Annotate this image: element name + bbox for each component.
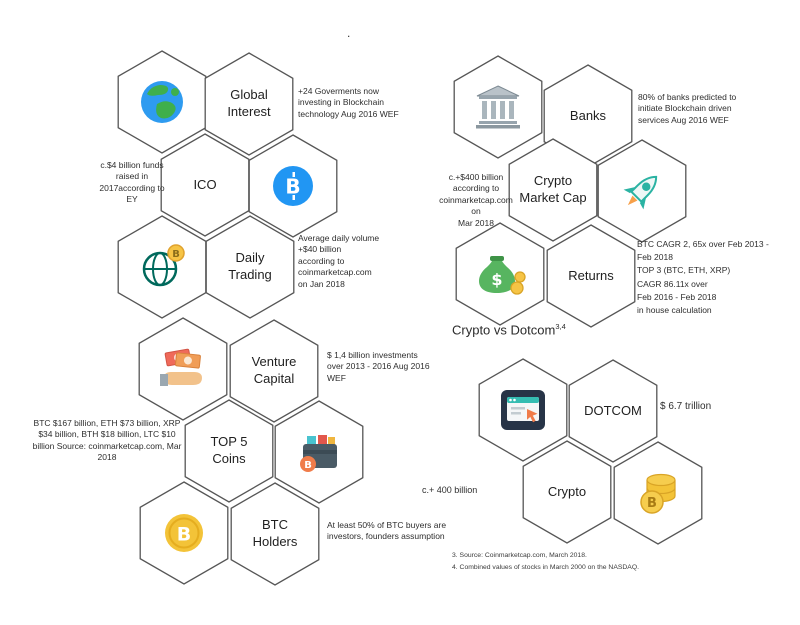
hexagon-outline	[230, 482, 320, 586]
note-vc-investments: $ 1,4 billion investments over 2013 - 20…	[327, 350, 430, 383]
hexagon-outline	[568, 359, 658, 463]
bitcoin-circle-icon: B	[273, 166, 313, 206]
hexagon-outline	[205, 215, 295, 319]
note-top5-values: BTC $167 billion, ETH $73 billion, XRP $…	[32, 418, 182, 463]
note-crypto-value: c.+ 400 billion	[422, 485, 478, 495]
hex-label-top5-coins: TOP 5 Coins	[210, 434, 248, 466]
bank-building-icon	[476, 85, 520, 129]
hex-bitcoin-gold: B	[139, 481, 229, 585]
note-banks-services: 80% of banks predicted to initiate Block…	[638, 92, 737, 125]
hexagon-outline	[160, 133, 250, 237]
hand-with-cash-icon	[160, 348, 202, 386]
hex-coin-stack: B	[613, 441, 703, 545]
section-heading-crypto-vs-dotcom: Crypto vs Dotcom3,4	[452, 322, 566, 337]
svg-text:B: B	[304, 460, 312, 471]
hex-label-crypto: Crypto	[547, 483, 587, 499]
hexagon-outline	[522, 440, 612, 544]
money-bag-icon: $	[479, 256, 526, 295]
svg-text:B: B	[177, 524, 191, 546]
rocket-icon	[623, 175, 658, 210]
hex-crypto: Crypto	[522, 440, 612, 544]
hex-banks: Banks	[543, 64, 633, 168]
stray-dot: .	[347, 26, 351, 40]
heading-footnote-marks: 3,4	[555, 322, 566, 331]
hex-money-bag: $	[455, 222, 545, 326]
hex-crypto-market-cap: Crypto Market Cap	[508, 138, 598, 242]
note-ico-funds: c.$4 billion funds raised in 2017accordi…	[99, 160, 165, 205]
note-governments: +24 Goverments now investing in Blockcha…	[298, 86, 399, 119]
hex-label-btc-holders: BTC Holders	[252, 517, 298, 549]
hex-label-global-interest: Global Interest	[227, 87, 271, 119]
hex-venture-capital: Venture Capital	[229, 319, 319, 423]
hexagon-outline	[546, 224, 636, 328]
hexagon-outline	[508, 138, 598, 242]
hex-hand-money	[138, 317, 228, 421]
svg-text:B: B	[285, 175, 300, 199]
globe-with-coin-icon: B	[142, 244, 185, 287]
hex-label-ico: ICO	[193, 176, 217, 192]
hex-label-daily-trading: Daily Trading	[228, 250, 272, 282]
hexagon-outline	[229, 319, 319, 423]
hex-top5-coins: TOP 5 Coins	[184, 399, 274, 503]
hexagon-outline	[138, 317, 228, 421]
hex-global-interest: Global Interest	[204, 52, 294, 156]
hex-btc-holders: BTC Holders	[230, 482, 320, 586]
note-daily-volume: Average daily volume +$40 billion accord…	[298, 233, 380, 289]
footnotes: 3. Source: Coinmarketcap.com, March 2018…	[452, 552, 640, 571]
note-dotcom-value: $ 6.7 trillion	[660, 401, 712, 412]
hex-website	[478, 358, 568, 462]
hex-returns: Returns	[546, 224, 636, 328]
hex-label-dotcom: DOTCOM	[584, 402, 642, 418]
hex-wallet: B	[274, 400, 364, 504]
hex-daily-trading: Daily Trading	[205, 215, 295, 319]
hex-label-venture-capital: Venture Capital	[251, 354, 297, 386]
earth-globe-icon	[141, 81, 183, 123]
hex-ico: ICO	[160, 133, 250, 237]
hex-rocket	[597, 139, 687, 243]
hex-globe-coin: B	[117, 215, 207, 319]
coin-stack-icon: B	[640, 473, 676, 514]
bitcoin-gold-coin-icon: B	[165, 514, 203, 552]
note-btc-buyers: At least 50% of BTC buyers are investors…	[327, 520, 447, 542]
heading-text: Crypto vs Dotcom	[452, 322, 556, 338]
hex-label-returns: Returns	[568, 267, 614, 283]
hex-bank	[453, 55, 543, 159]
hexagon-outline	[184, 399, 274, 503]
svg-text:B: B	[172, 249, 180, 260]
svg-text:B: B	[647, 496, 657, 511]
hexagon-outline	[204, 52, 294, 156]
svg-text:$: $	[491, 270, 502, 289]
hex-label-crypto-market-cap: Crypto Market Cap	[519, 173, 587, 205]
note-market-cap: c.+$400 billion according to coinmarketc…	[439, 172, 513, 228]
hex-label-banks: Banks	[569, 107, 607, 123]
hex-bitcoin-blue: B	[248, 134, 338, 238]
note-returns-detail: BTC CAGR 2, 65x over Feb 2013 - Feb 2018…	[637, 239, 769, 315]
hex-earth	[117, 50, 207, 154]
wallet-with-cards-icon: B	[300, 435, 337, 472]
hex-dotcom: DOTCOM	[568, 359, 658, 463]
browser-window-cursor-icon	[501, 390, 545, 430]
hexagon-outline	[453, 55, 543, 159]
